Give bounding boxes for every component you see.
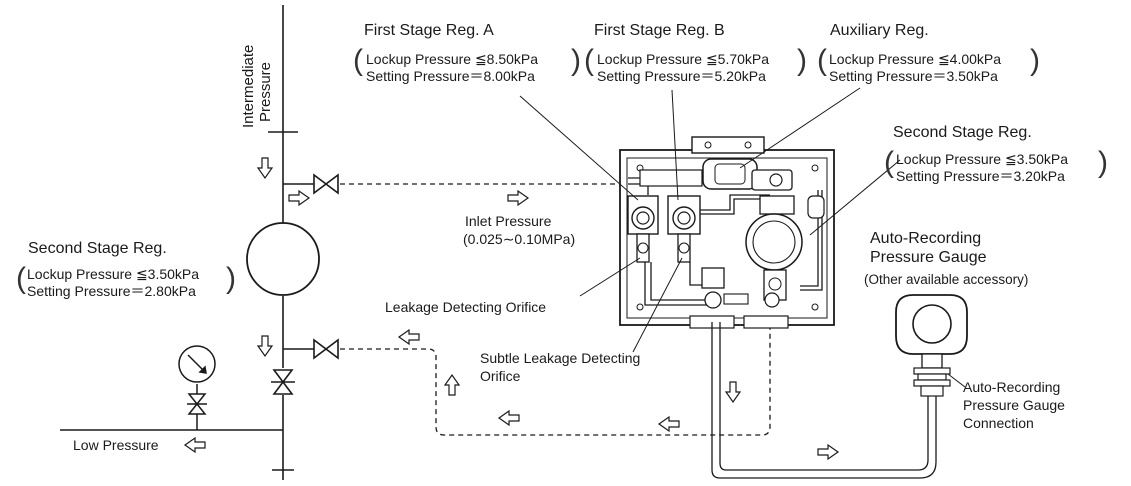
first-stage-reg-b-title: First Stage Reg. B [594, 22, 725, 39]
second-stage-reg-panel-title: Second Stage Reg. [893, 124, 1032, 141]
leader-lines [519, 87, 966, 388]
auto-recording-gauge-note: (Other available accessory) [864, 272, 1029, 287]
paren-close: ) [226, 262, 236, 295]
gauge-connection-pipe-inner [719, 395, 929, 471]
inlet-pressure-line-1: Inlet Pressure [465, 213, 552, 229]
auxiliary-reg-title: Auxiliary Reg. [830, 22, 929, 39]
auto-gauge-title-line-1: Auto-Recording [870, 230, 982, 247]
buffer-tank [246, 222, 320, 296]
arrow-up-icon [444, 374, 460, 396]
second-stage-reg-line-title: Second Stage Reg. [28, 240, 167, 257]
subtle-leakage-line-1: Subtle Leakage Detecting [480, 350, 641, 366]
gauge-connection-line-1: Auto-Recording [963, 379, 1061, 395]
intermediate-line-2: Pressure [257, 61, 274, 122]
auxiliary-reg-setting: Setting Pressure＝3.50kPa [829, 68, 998, 84]
second-stage-reg-panel-specs: Lockup Pressure ≦3.50kPa Setting Pressur… [896, 151, 1068, 185]
first-stage-reg-a-title: First Stage Reg. A [364, 22, 494, 39]
first-stage-reg-b-specs: Lockup Pressure ≦5.70kPa Setting Pressur… [597, 51, 769, 85]
auxiliary-reg-specs: Lockup Pressure ≦4.00kPa Setting Pressur… [829, 51, 1001, 85]
first-stage-reg-a-lockup: Lockup Pressure ≦8.50kPa [366, 51, 539, 67]
second-stage-reg-panel-lockup: Lockup Pressure ≦3.50kPa [896, 151, 1069, 167]
paren-close: ) [1098, 146, 1108, 179]
main-pipe [268, 5, 298, 480]
arrow-down-icon [257, 157, 273, 179]
paren-open: ( [16, 262, 26, 295]
second-stage-reg-line-specs: Lockup Pressure ≦3.50kPa Setting Pressur… [27, 266, 199, 300]
first-stage-reg-b-lockup: Lockup Pressure ≦5.70kPa [597, 51, 770, 67]
auto-gauge-title-line-2: Pressure Gauge [870, 249, 987, 266]
first-stage-reg-b-body [667, 195, 701, 263]
arrow-left-icon [184, 437, 206, 453]
first-stage-reg-a-body [627, 195, 659, 263]
second-stage-reg-panel-setting: Setting Pressure＝3.20kPa [896, 168, 1065, 184]
inlet-pressure-label: Inlet Pressure (0.025∼0.10MPa) [463, 212, 575, 248]
auxiliary-reg-lockup: Lockup Pressure ≦4.00kPa [829, 51, 1002, 67]
leakage-orifice-label: Leakage Detecting Orifice [385, 299, 547, 315]
paren-open: ( [353, 44, 363, 77]
auxiliary-regulator [639, 158, 793, 191]
subtle-leakage-orifice-label: Subtle Leakage Detecting Orifice [480, 349, 640, 385]
paren-close: ) [797, 44, 807, 77]
main-pipe-valve [271, 369, 295, 395]
second-stage-reg-line-lockup: Lockup Pressure ≦3.50kPa [27, 266, 200, 282]
gauge-connection-line-3: Connection [963, 415, 1034, 431]
gauge-connection-label: Auto-Recording Pressure Gauge Connection [963, 378, 1065, 432]
gauge-connection-pipe [711, 395, 937, 479]
paren-open: ( [584, 44, 594, 77]
intermediate-line-1: Intermediate [240, 44, 257, 128]
arrow-left-icon [658, 416, 680, 432]
upper-branch [283, 173, 339, 195]
pressure-gauge-icon [178, 345, 216, 430]
paren-close: ) [1030, 44, 1040, 77]
inlet-pressure-line-2: (0.025∼0.10MPa) [463, 231, 576, 247]
arrow-right-icon [817, 444, 839, 460]
arrow-right-icon [507, 190, 529, 206]
auto-recording-gauge-title: Auto-Recording Pressure Gauge [870, 229, 987, 267]
second-stage-reg-line-setting: Setting Pressure＝2.80kPa [27, 283, 196, 299]
first-stage-reg-b-setting: Setting Pressure＝5.20kPa [597, 68, 766, 84]
arrow-down-icon [257, 335, 273, 357]
gauge-connection-line-2: Pressure Gauge [963, 397, 1065, 413]
panel-pipework [628, 177, 823, 470]
arrow-right-icon [288, 190, 310, 206]
arrow-left-icon [498, 410, 520, 426]
subtle-leakage-line-2: Orifice [480, 368, 521, 384]
return-dashed-line [340, 316, 771, 436]
low-pressure-label: Low Pressure [73, 437, 159, 453]
paren-open: ( [817, 44, 827, 77]
second-stage-reg-panel-body [745, 195, 825, 301]
paren-open: ( [884, 146, 894, 179]
first-stage-reg-a-specs: Lockup Pressure ≦8.50kPa Setting Pressur… [366, 51, 538, 85]
panel-bottom-valves [701, 267, 780, 309]
arrow-down-icon [725, 381, 741, 403]
intermediate-pressure-label: Intermediate Pressure [240, 45, 274, 128]
lower-branch [283, 338, 339, 360]
paren-close: ) [571, 44, 581, 77]
first-stage-reg-a-setting: Setting Pressure＝8.00kPa [366, 68, 535, 84]
arrow-left-icon [398, 329, 420, 345]
auto-recording-gauge-icon [895, 294, 968, 397]
